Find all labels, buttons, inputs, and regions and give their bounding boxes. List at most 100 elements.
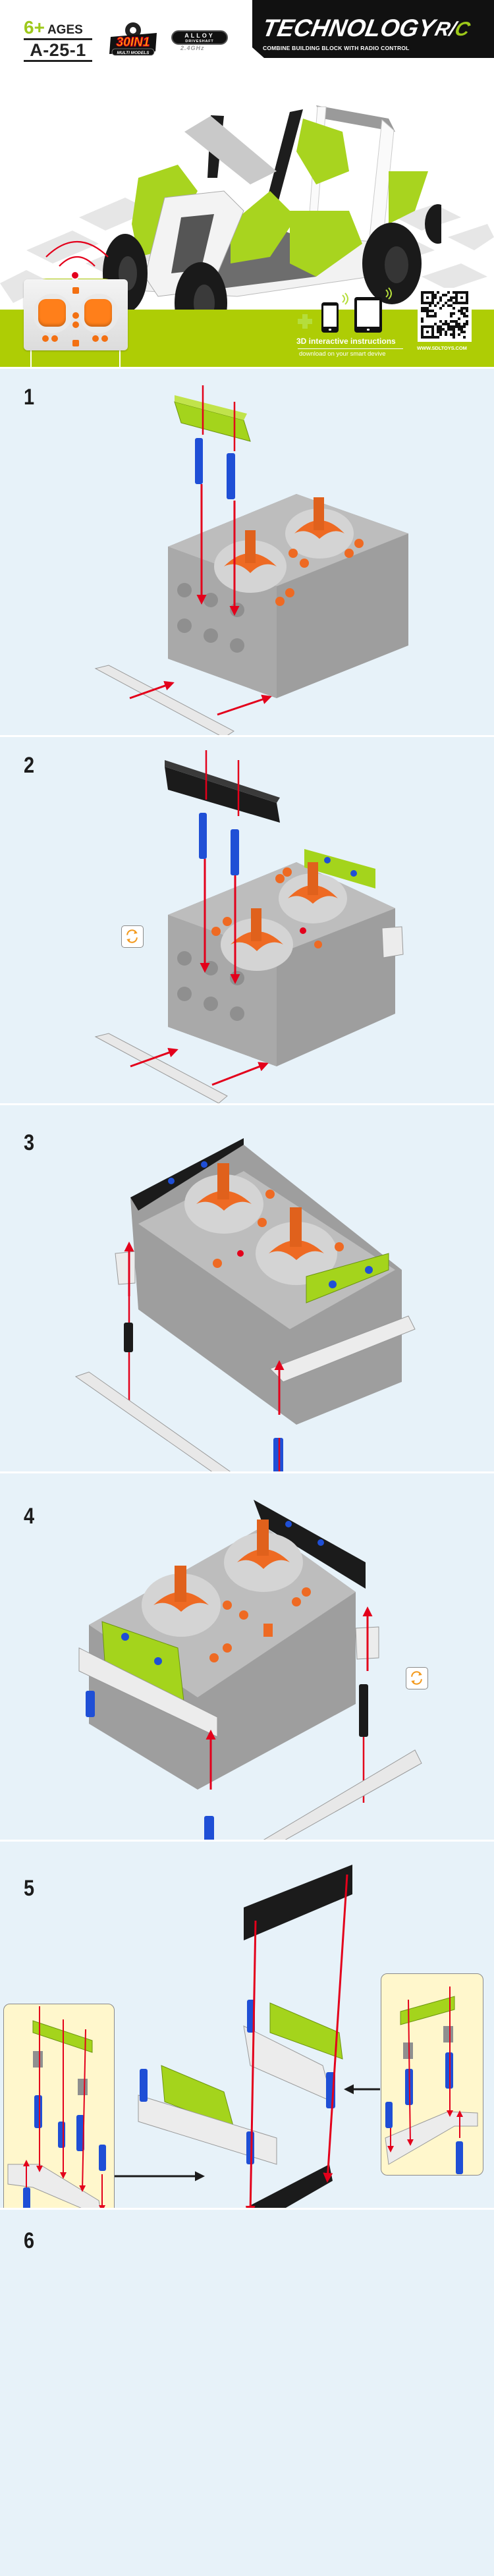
qr-module <box>429 307 431 310</box>
qr-module <box>460 323 463 325</box>
qr-module <box>450 302 453 304</box>
qr-module <box>453 333 455 336</box>
qr-module <box>424 310 426 312</box>
qr-module <box>437 296 439 299</box>
qr-module <box>431 299 434 302</box>
qr-module <box>450 296 453 299</box>
qr-module <box>442 307 445 310</box>
qr-module <box>463 307 466 310</box>
qr-module <box>426 333 429 336</box>
website-url[interactable]: WWW.SDLTOYS.COM <box>417 345 467 351</box>
qr-module <box>453 302 455 304</box>
qr-module <box>453 310 455 312</box>
step-panel-6: 6 <box>0 2210 494 2576</box>
qr-module <box>426 328 429 331</box>
qr-module <box>434 291 437 294</box>
qr-module <box>429 291 431 294</box>
qr-module <box>429 317 431 320</box>
qr-module <box>450 325 453 328</box>
qr-module <box>426 310 429 312</box>
qr-module <box>455 320 458 323</box>
30in1-logo: 30IN1 MULTI MODELS <box>109 22 157 56</box>
qr-module <box>431 333 434 336</box>
qr-module <box>455 328 458 331</box>
qr-module <box>426 312 429 315</box>
qr-module <box>453 291 455 294</box>
qr-module <box>431 325 434 328</box>
qr-module <box>429 294 431 296</box>
qr-module <box>439 307 442 310</box>
qr-module <box>424 299 426 302</box>
qr-module <box>447 317 450 320</box>
qr-module <box>463 320 466 323</box>
qr-module <box>455 304 458 307</box>
qr-module <box>439 325 442 328</box>
qr-module <box>445 312 447 315</box>
qr-module <box>431 336 434 339</box>
qr-module <box>458 312 460 315</box>
qr-module <box>437 312 439 315</box>
qr-module <box>450 315 453 317</box>
qr-module <box>442 336 445 339</box>
qr-module <box>445 315 447 317</box>
step-1-illustration <box>94 385 408 735</box>
qr-module <box>421 302 424 304</box>
qr-module <box>455 336 458 339</box>
qr-module <box>450 304 453 307</box>
qr-module <box>463 291 466 294</box>
qr-module <box>442 299 445 302</box>
qr-module <box>458 333 460 336</box>
qr-module <box>434 325 437 328</box>
brand-title: TECHNOLOGY <box>260 14 437 41</box>
qr-module <box>458 299 460 302</box>
qr-module <box>466 317 468 320</box>
step-panel-5: 5 <box>0 1842 494 2250</box>
radio-signal-icon <box>45 241 109 280</box>
qr-module <box>424 294 426 296</box>
qr-module <box>429 296 431 299</box>
qr-module <box>439 304 442 307</box>
qr-module <box>466 294 468 296</box>
section-divider <box>0 1103 494 1105</box>
qr-module <box>453 315 455 317</box>
qr-module <box>439 312 442 315</box>
qr-module <box>453 307 455 310</box>
qr-module <box>445 302 447 304</box>
qr-module <box>437 304 439 307</box>
qr-module <box>460 296 463 299</box>
qr-module <box>437 325 439 328</box>
qr-module <box>450 312 453 315</box>
qr-module <box>463 294 466 296</box>
qr-module <box>445 323 447 325</box>
qr-module <box>429 331 431 333</box>
qr-module <box>466 331 468 333</box>
qr-module <box>453 317 455 320</box>
wireless-icon <box>385 287 392 300</box>
qr-module <box>447 307 450 310</box>
qr-module <box>453 328 455 331</box>
qr-module <box>437 328 439 331</box>
step-panel-3: 3 <box>0 1105 494 1471</box>
qr-module <box>458 294 460 296</box>
section-divider <box>0 1840 494 1842</box>
qr-module <box>439 296 442 299</box>
qr-module <box>453 323 455 325</box>
qr-module <box>458 296 460 299</box>
plus-icon <box>298 314 312 329</box>
qr-module <box>431 302 434 304</box>
qr-module <box>466 304 468 307</box>
qr-module <box>429 310 431 312</box>
qr-code[interactable] <box>418 288 472 342</box>
qr-module <box>450 310 453 312</box>
qr-module <box>466 333 468 336</box>
qr-module <box>439 294 442 296</box>
qr-module <box>445 310 447 312</box>
qr-module <box>439 317 442 320</box>
qr-module <box>458 320 460 323</box>
qr-module <box>453 331 455 333</box>
qr-module <box>437 323 439 325</box>
qr-module <box>453 299 455 302</box>
qr-module <box>442 323 445 325</box>
step-number: 2 <box>24 753 35 778</box>
qr-module <box>458 336 460 339</box>
